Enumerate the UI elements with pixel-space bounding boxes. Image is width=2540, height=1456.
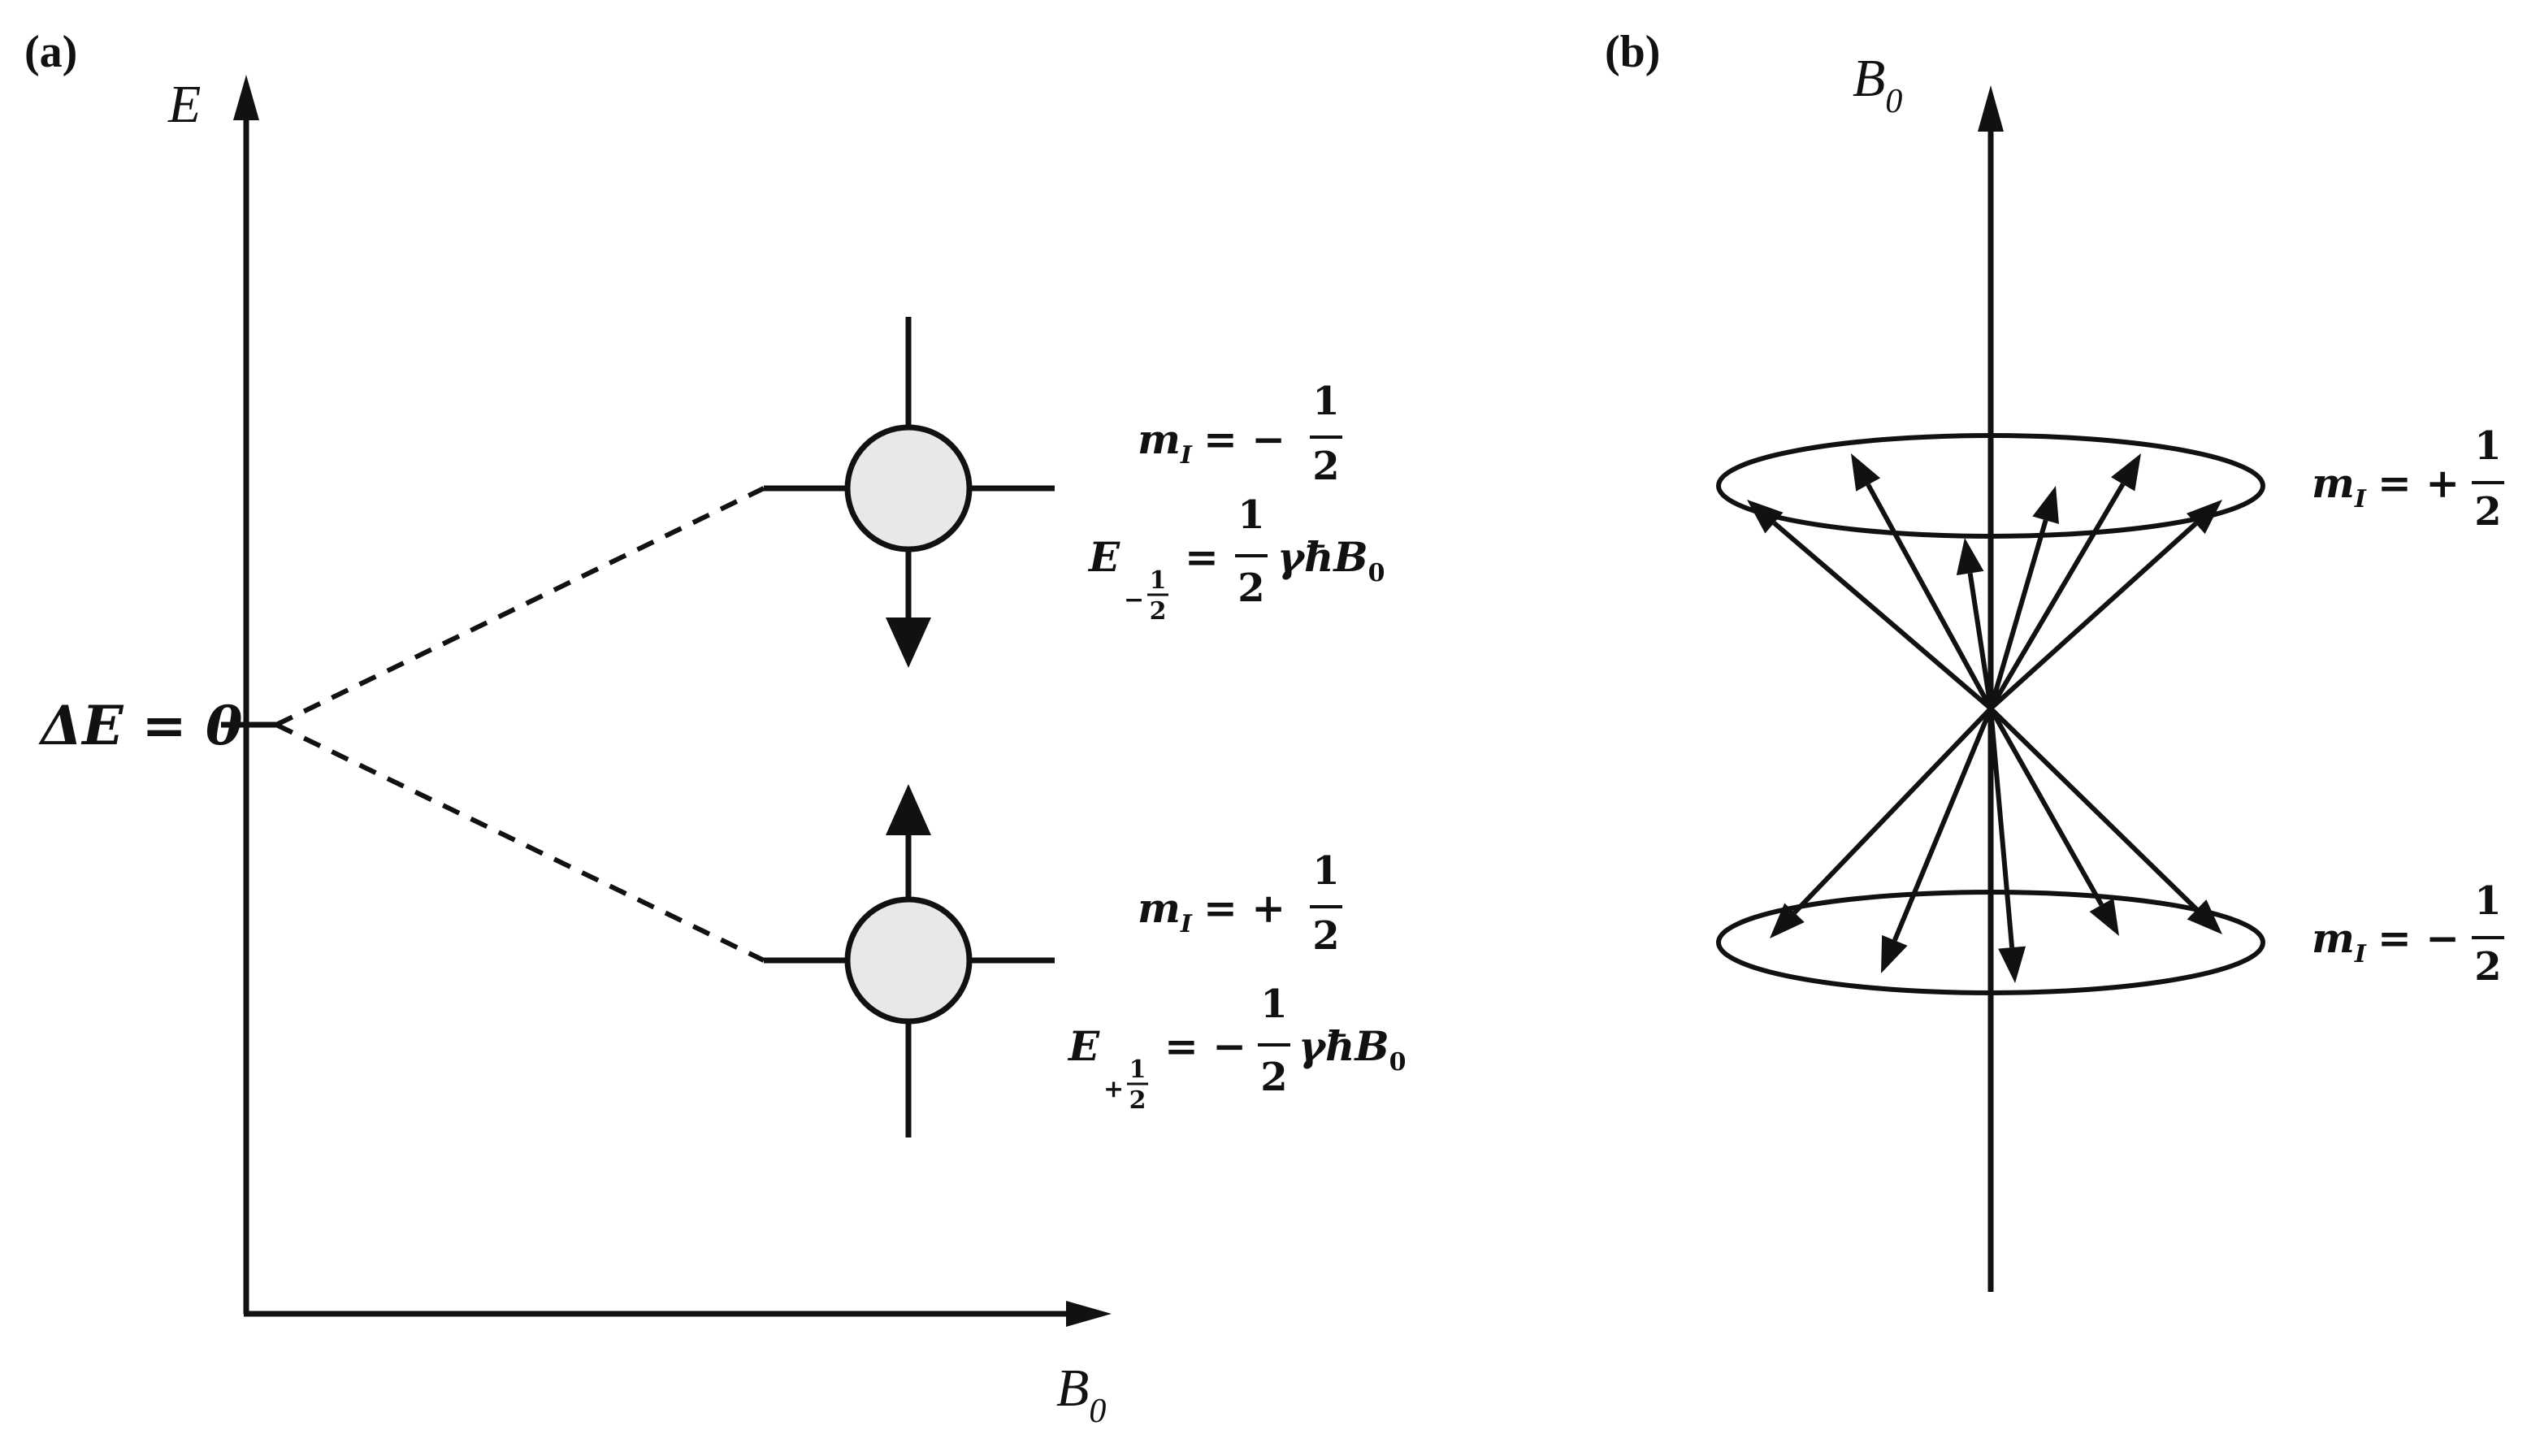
upper-state-m-label: mI= − 1 2	[1138, 379, 1342, 489]
lower-cone-label: mI= − 1 2	[2312, 878, 2504, 990]
lower-energy-frac-num: 1	[1260, 982, 1287, 1027]
lower-energy-frac-den: 2	[1260, 1055, 1287, 1100]
upper-spin-vector-5-shaft	[1988, 483, 2126, 710]
lower-energy-sub-den: 2	[1129, 1086, 1146, 1115]
upper-spin-vectors	[1747, 453, 2222, 711]
upper-m-text: mI= −	[1138, 415, 1285, 470]
lower-spin-vector-2-arrowhead	[1881, 934, 1908, 973]
spin-down-arrowhead	[886, 618, 931, 668]
degenerate-level-label: ΔE = 0	[38, 694, 243, 757]
nucleus-circle-lower	[844, 896, 973, 1025]
upper-cone-label: mI= + 1 2	[2312, 423, 2504, 535]
upper-spin-vector-2-shaft	[1866, 483, 1993, 710]
lower-m-frac-num: 1	[1312, 848, 1339, 894]
upper-cone-m-text: mI= +	[2312, 459, 2460, 514]
nucleus-circle-upper	[844, 424, 973, 552]
lower-cone-m-text: mI= −	[2312, 914, 2460, 968]
upper-spin-vector-3-arrowhead	[1956, 538, 1984, 576]
spin-up-arrowhead	[886, 784, 931, 835]
lower-spin-vector-5-shaft	[1988, 706, 2199, 912]
upper-spin-vector-1-shaft	[1772, 521, 1992, 711]
upper-spin-vector-4-arrowhead	[2032, 486, 2059, 525]
lower-m-frac-den: 2	[1312, 913, 1339, 959]
lower-spin-vector-1-arrowhead	[1770, 903, 1805, 938]
b0-field-arrowhead	[1978, 85, 2004, 132]
upper-spin-vector-5-arrowhead	[2111, 453, 2141, 492]
lower-energy-sub-num: 1	[1129, 1055, 1146, 1084]
lower-precession-cone	[1716, 890, 2265, 995]
lower-spin-vector-3-shaft	[1988, 708, 2015, 948]
lower-state-m-label: mI= + 1 2	[1138, 848, 1342, 959]
lower-spin-vector-5-arrowhead	[2187, 899, 2222, 934]
upper-spin-vector-3-shaft	[1967, 573, 1993, 709]
lower-state-energy-label: E + 1 2 = − 1 2 γħB0	[1067, 982, 1407, 1115]
upper-cone-frac-den: 2	[2474, 489, 2501, 535]
upper-precession-cone	[1716, 433, 2265, 539]
energy-axis-arrowhead	[233, 75, 259, 120]
upper-spin-vector-6-arrowhead	[2186, 500, 2222, 535]
b0-axis-label: B0	[1853, 49, 1902, 120]
lower-energy-rhs: γħB0	[1298, 1022, 1407, 1077]
lower-spin-vector-1-shaft	[1792, 706, 1993, 915]
lower-spin-vector-3-arrowhead	[1998, 946, 2026, 983]
upper-spin-vector-6-shaft	[1988, 522, 2198, 711]
panel-a-label: (a)	[24, 27, 77, 77]
lower-cone-frac-num: 1	[2474, 878, 2501, 924]
field-axis-label: B0	[1056, 1358, 1106, 1430]
lower-spin-vectors	[1770, 706, 2222, 983]
panel-b-label: (b)	[1605, 27, 1660, 77]
energy-axis-label: E	[167, 75, 201, 134]
upper-m-frac-num: 1	[1312, 379, 1339, 424]
upper-energy-sub-num: 1	[1150, 566, 1167, 595]
lower-split-line	[275, 722, 765, 963]
field-axis-arrowhead	[1066, 1301, 1112, 1327]
panel-a: (a) E B0 ΔE = 0	[24, 27, 1407, 1430]
upper-energy-frac-den: 2	[1237, 566, 1264, 611]
upper-energy-sub-sign: −	[1124, 586, 1144, 614]
upper-split-line	[275, 486, 765, 727]
lower-spin-vector-4-arrowhead	[2089, 898, 2119, 936]
lower-cone-frac-den: 2	[2474, 944, 2501, 990]
upper-spin-vector-1-arrowhead	[1747, 500, 1784, 534]
upper-state-energy-label: E − 1 2 = 1 2 γħB0	[1087, 492, 1385, 626]
lower-energy-eq: = −	[1164, 1022, 1246, 1070]
upper-spin-vector-4-shaft	[1988, 519, 2048, 709]
lower-energy-sub-sign: +	[1103, 1075, 1124, 1103]
upper-energy-rhs: γħB0	[1277, 533, 1385, 587]
panel-b: (b) B0 mI= + 1 2 mI= − 1 2	[1605, 27, 2504, 1292]
upper-energy-eq: =	[1185, 533, 1219, 581]
upper-energy-lhs: E	[1087, 533, 1120, 581]
upper-spin-vector-2-arrowhead	[1851, 453, 1881, 492]
upper-energy-sub-den: 2	[1150, 597, 1167, 626]
upper-energy-frac-num: 1	[1237, 492, 1264, 538]
upper-m-frac-den: 2	[1312, 444, 1339, 489]
lower-energy-lhs: E	[1067, 1022, 1100, 1070]
upper-cone-frac-num: 1	[2474, 423, 2501, 469]
lower-spin-vector-4-shaft	[1988, 707, 2104, 907]
lower-m-text: mI= +	[1138, 884, 1285, 938]
spin-down-nucleus	[844, 317, 973, 668]
lower-spin-vector-2-shaft	[1892, 707, 1993, 942]
spin-up-nucleus	[844, 784, 973, 1138]
